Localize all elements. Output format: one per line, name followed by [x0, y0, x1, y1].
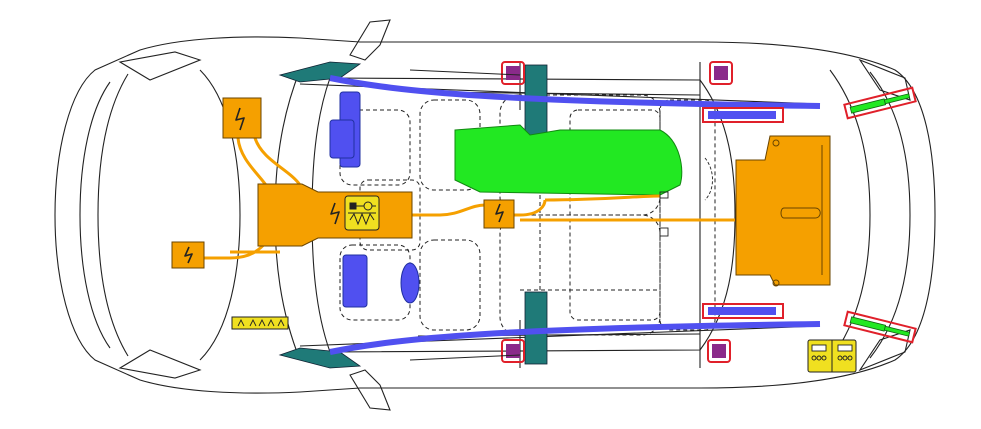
- control-unit: [344, 195, 380, 231]
- lightning-bolt-icon: [495, 203, 504, 223]
- seatbelt-pretensioner-icon: [237, 318, 285, 327]
- fuel-tank-outline: [780, 207, 821, 219]
- curtain-airbag-right: [329, 321, 821, 355]
- low-voltage-battery: [807, 339, 857, 373]
- fixing-point: [772, 279, 780, 287]
- seat-rear-right: [499, 214, 661, 336]
- rear-battery-details: [772, 139, 823, 287]
- hv-battery: [454, 124, 683, 196]
- circuit-schematic-icon: [348, 201, 376, 226]
- lightning-bolt-icon: [330, 202, 340, 225]
- knee-airbag-left: [329, 119, 355, 159]
- gas-strut-right: [843, 310, 917, 344]
- battery-terminals-icon: [811, 344, 853, 361]
- gas-strut-left: [843, 86, 917, 120]
- hv-electric-motor: [257, 183, 413, 247]
- gas-struts: [843, 86, 917, 344]
- seatbelt-pretensioner: [231, 316, 289, 330]
- hv-warning-icons: [184, 107, 504, 264]
- inflator-sill-left: [702, 107, 784, 123]
- misc-details: [409, 69, 713, 361]
- seat-front-right: [339, 244, 411, 321]
- curtain-airbags: [329, 75, 821, 355]
- driver-knee-airbag: [342, 254, 368, 308]
- front-airbags: [329, 91, 420, 308]
- inflator-sill-right: [702, 303, 784, 319]
- hv-rear-battery: [735, 135, 831, 286]
- driver-airbag: [400, 262, 420, 304]
- airbag-inflators: [501, 61, 784, 363]
- curtain-airbag-left: [329, 75, 821, 109]
- lightning-bolt-icon: [235, 107, 245, 131]
- lightning-bolt-icon: [184, 246, 193, 264]
- inflator-front-right: [501, 339, 525, 363]
- inflator-rear-left: [709, 61, 733, 85]
- inflator-rear-right: [707, 339, 731, 363]
- hv-junction-box: [483, 199, 515, 229]
- inflator-front-left: [501, 61, 525, 85]
